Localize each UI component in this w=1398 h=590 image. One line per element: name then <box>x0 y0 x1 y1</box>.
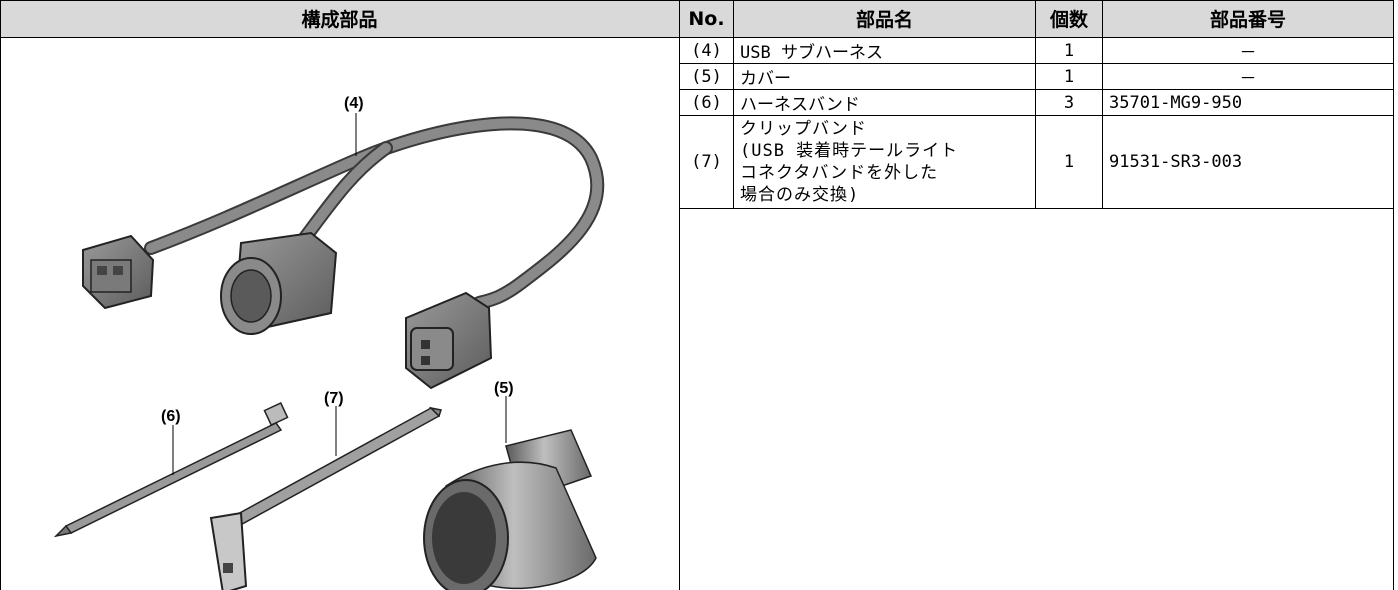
table-border-top <box>0 0 1394 1</box>
harness-band <box>53 401 289 538</box>
connector-small <box>82 234 155 310</box>
parts-illustration: (4) (6) (7) (5) <box>53 95 605 590</box>
table-cell-qty: 1 <box>1063 152 1075 172</box>
header-part-number: 部品番号 <box>1103 0 1393 37</box>
header-no: No. <box>680 0 733 37</box>
row-divider <box>679 63 1394 64</box>
column-divider-main <box>679 0 680 590</box>
name-line: 場合のみ交換) <box>740 185 860 205</box>
callout-cover: (5) <box>494 380 514 397</box>
usb-sub-harness <box>82 116 605 390</box>
clip-band <box>209 406 442 590</box>
table-cell-qty: 1 <box>1063 40 1075 61</box>
column-divider-name <box>1035 0 1036 208</box>
header-divider <box>0 37 1394 38</box>
table-cell-qty: 1 <box>1063 66 1075 87</box>
table-cell-name: ハーネスバンド <box>740 95 860 115</box>
connector-round <box>220 231 338 335</box>
name-line: クリップバンド <box>740 119 867 139</box>
row-divider <box>679 115 1394 116</box>
callout-clip-band: (7) <box>324 390 344 407</box>
row-divider <box>679 89 1394 90</box>
header-part-name: 部品名 <box>734 0 1035 37</box>
table-cell-name: カバー <box>740 69 791 89</box>
name-line: (USB 装着時テールライト <box>740 141 959 161</box>
callout-band: (6) <box>161 408 181 425</box>
table-cell-no: (4) <box>691 40 722 61</box>
header-components: 構成部品 <box>0 0 679 37</box>
table-cell-name: USB サブハーネス <box>740 43 883 63</box>
table-cell-part-no: 91531-SR3-003 <box>1109 152 1243 172</box>
table-cell-part-no: － <box>1239 69 1257 89</box>
table-cell-qty: 3 <box>1063 92 1075 113</box>
connector-end <box>405 291 493 390</box>
table-cell-name: クリップバンド (USB 装着時テールライト コネクタバンドを外した 場合のみ交… <box>734 116 1035 208</box>
table-cell-no: (6) <box>691 92 722 113</box>
name-line: コネクタバンドを外した <box>740 163 939 183</box>
table-border-right <box>1393 0 1394 590</box>
column-divider-no <box>733 0 734 208</box>
header-quantity: 個数 <box>1036 0 1102 37</box>
table-cell-no: (5) <box>691 66 722 87</box>
table-cell-part-no: 35701-MG9-950 <box>1109 92 1243 113</box>
table-cell-part-no: － <box>1239 43 1257 63</box>
table-border-left <box>0 0 1 590</box>
row-divider <box>679 208 1394 209</box>
column-divider-qty <box>1102 0 1103 208</box>
table-cell-no: (7) <box>691 152 722 172</box>
cover <box>423 429 597 590</box>
callout-harness: (4) <box>344 95 364 112</box>
